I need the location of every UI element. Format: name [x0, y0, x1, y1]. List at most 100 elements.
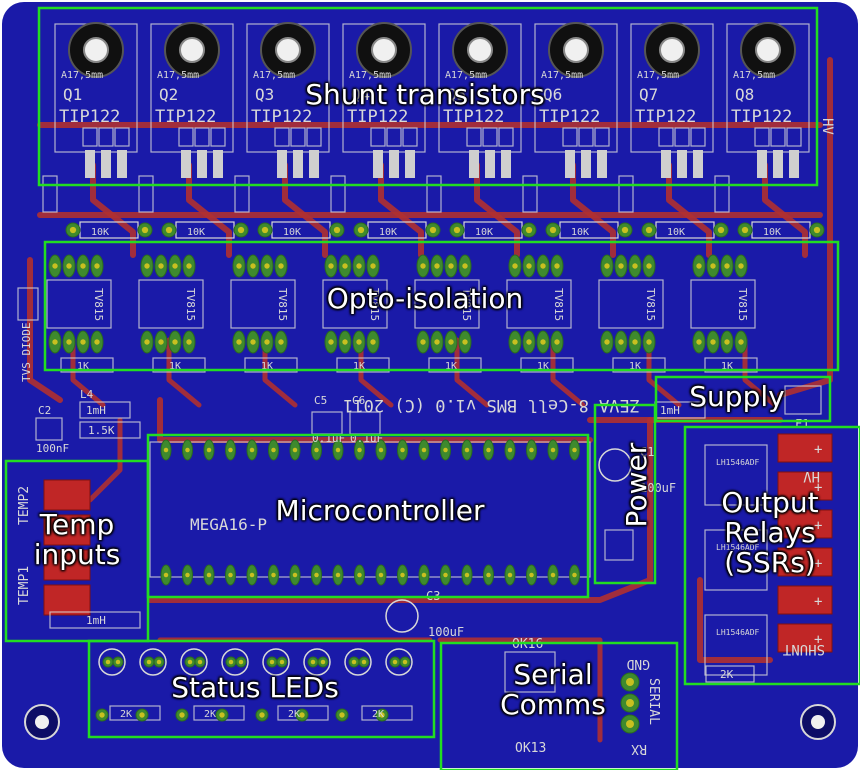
transistor-leg [661, 150, 671, 178]
resistor-pad-hole [357, 226, 365, 234]
led-res-pad-hole [99, 712, 105, 718]
led-res-text: 2K [120, 709, 132, 720]
region-outline-relays [683, 425, 860, 686]
transistor-screw [179, 37, 205, 63]
mcu-pin-top-hole [464, 447, 470, 453]
transistor-ref: Q6 [543, 85, 562, 104]
region-outline-shunt [37, 6, 819, 187]
serial-rx: RX [631, 741, 647, 756]
opto-pad-bottom-hole [94, 339, 100, 345]
region-outline-power [593, 403, 657, 585]
mcu-pin-bottom-hole [163, 572, 169, 578]
silkscreen-text: A17,5mmQ1TIP12210KA17,5mmQ2TIP12210KA17,… [17, 70, 835, 756]
led-pad-hole [146, 659, 152, 665]
label-power: Power [619, 442, 653, 528]
relay-terminal [777, 623, 833, 653]
ssr-part: LH1546ADF [716, 458, 760, 467]
mcu-pin-top-hole [185, 447, 190, 453]
opto-pad-top-hole [540, 263, 546, 269]
cap-c3-outline [385, 599, 419, 633]
transistor-leg [213, 150, 223, 178]
opto-pad-bottom-hole [526, 339, 532, 345]
temp-terminal [43, 514, 91, 546]
ssr-outline [704, 529, 768, 591]
trace-relay [697, 577, 773, 663]
led-res-outline [109, 705, 161, 721]
opto-outline [414, 279, 480, 329]
transistor-part: TIP122 [731, 107, 792, 127]
mcu-pin-top-hole [314, 447, 319, 453]
mcu-pin-bottom-hole [443, 572, 448, 578]
mcu-pin-top-hole [292, 447, 298, 453]
transistor-leg [677, 150, 687, 178]
opto-part: TV815 [460, 288, 473, 321]
label-microcontroller: Microcontroller [275, 494, 485, 527]
opto-pad-top-hole [356, 263, 362, 269]
opto-res-text: 1K [629, 361, 641, 372]
trace-opto-down [166, 337, 202, 408]
mcu-pin-bottom-hole [357, 572, 362, 578]
relay-terminal [777, 509, 833, 539]
transistor-leg [405, 150, 415, 178]
transistor-leg [597, 150, 607, 178]
resistor-10k-text: 10K [475, 227, 493, 238]
relay-hv-label: HV [803, 468, 820, 484]
mcu-pin-bottom-hole [206, 572, 212, 578]
led-res-pad-hole [219, 712, 225, 718]
opto-pad-bottom-hole [172, 339, 178, 345]
label-serial-comms: Serial Comms [500, 658, 606, 722]
transistor-part: TIP122 [59, 107, 120, 127]
opto-part: TV815 [552, 288, 565, 321]
trace-opto-down [742, 337, 778, 408]
resistor-10k-text: 10K [571, 227, 589, 238]
opto-pad-bottom-hole [618, 339, 624, 345]
transistor-leg [117, 150, 127, 178]
mcu-pin-top-hole [572, 447, 577, 453]
region-outline-serial [439, 641, 679, 770]
ssr-part: LH1546ADF [716, 628, 760, 637]
opto-pad-top-hole [94, 263, 100, 269]
led-outline [139, 648, 167, 676]
transistor-screw [563, 37, 589, 63]
serial-ok13: OK13 [515, 741, 546, 756]
transistor-leg [85, 150, 95, 178]
transistor-leg [469, 150, 479, 178]
cap-c2 [35, 417, 63, 441]
transistor-pin [82, 127, 98, 147]
heatsink-text: A17,5mm [733, 70, 775, 81]
led-outline [221, 648, 249, 676]
opto-pad-top-hole [448, 263, 454, 269]
opto-pad-bottom-hole [512, 339, 518, 345]
region-outlines [4, 6, 860, 770]
opto-pad-top-hole [250, 263, 256, 269]
opto-res-text: 1K [353, 361, 365, 372]
resistor-10k-text: 10K [667, 227, 685, 238]
resistor-10k-text: 10K [379, 227, 397, 238]
resistor-pad-hole [333, 226, 341, 234]
resistor-vertical [234, 175, 250, 213]
mcu-pin-top-hole [271, 447, 276, 453]
mcu-pin-top-hole [357, 447, 362, 453]
ssr-outline [704, 444, 768, 506]
transistor-leg [773, 150, 783, 178]
relay-terminal [777, 471, 833, 501]
opto-part: TV815 [92, 288, 105, 321]
opto-outline [46, 279, 112, 329]
opto-part: TV815 [644, 288, 657, 321]
heatsink-text: A17,5mm [541, 70, 583, 81]
copper-traces [27, 57, 833, 743]
led-pad-hole [115, 659, 121, 665]
mcu-pin-top-hole [507, 447, 513, 453]
transistor-pin [194, 127, 210, 147]
opto-pad-top-hole [66, 263, 72, 269]
trace-mcu-bottom [147, 417, 653, 603]
transistor-screw [467, 37, 493, 63]
opto-pad-top-hole [462, 263, 468, 269]
resistor-pad-hole [141, 226, 149, 234]
transistor-pin [770, 127, 786, 147]
trace-opto-down [358, 337, 394, 408]
transistor-leg [277, 150, 287, 178]
serial-opto-outline [504, 651, 556, 693]
led-pad-hole [279, 659, 285, 665]
transistor-pin [114, 127, 130, 147]
